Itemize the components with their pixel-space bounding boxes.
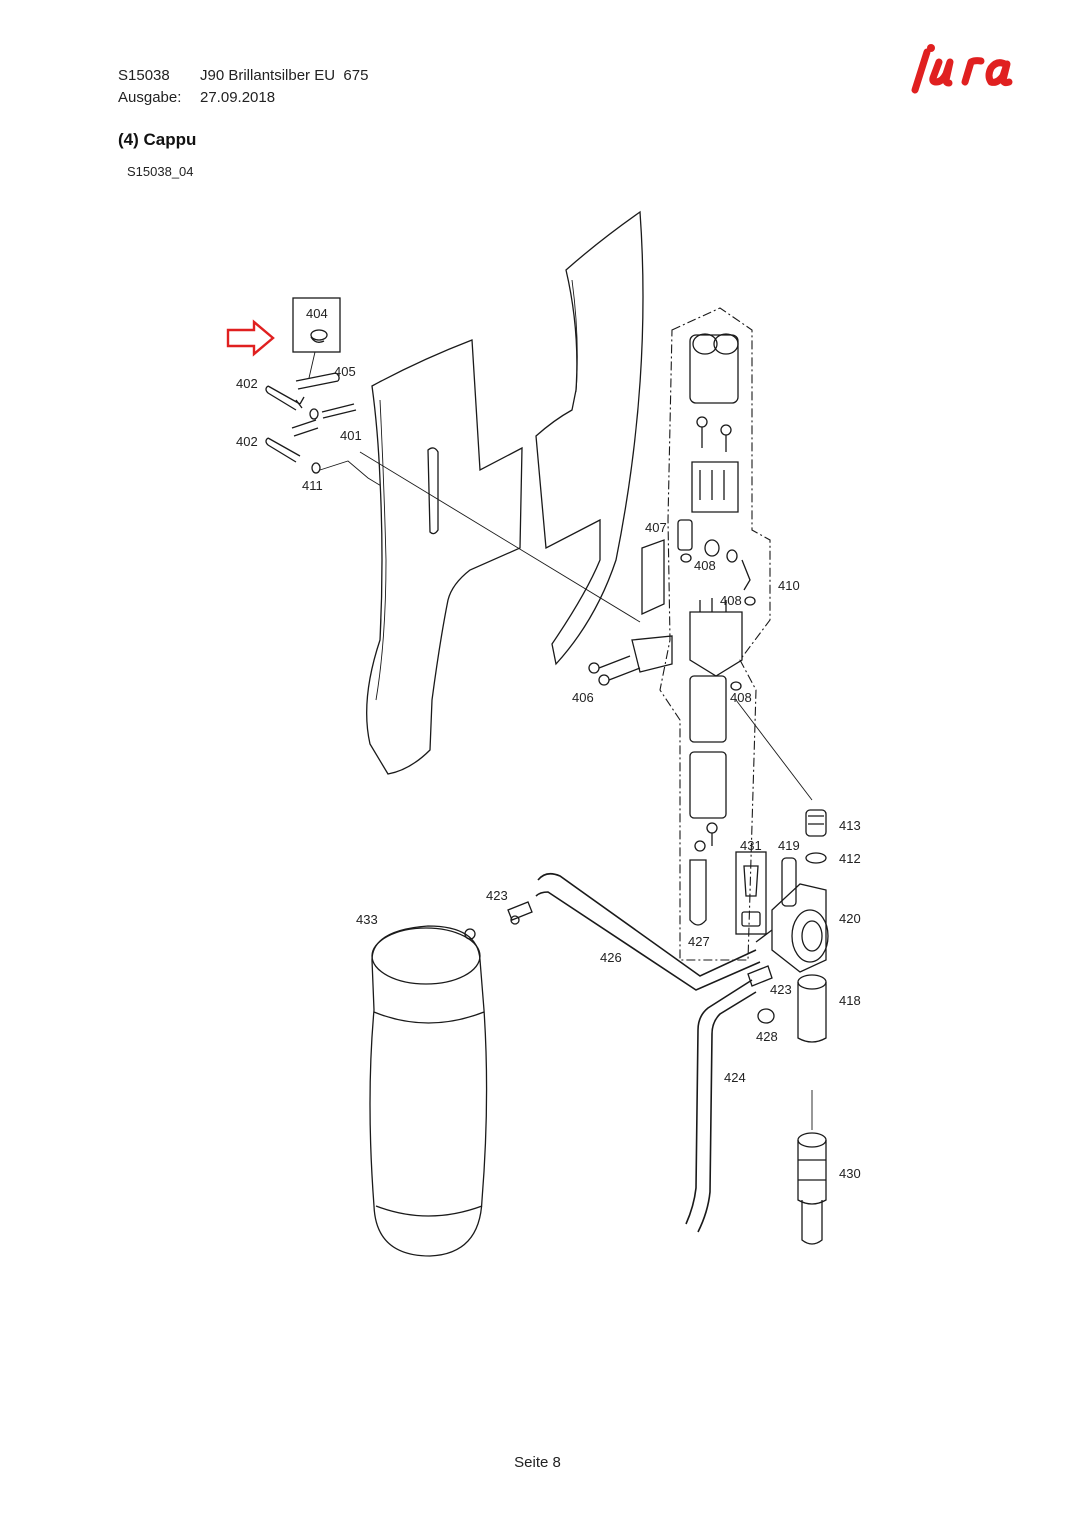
drawing-id: S15038_04 bbox=[127, 164, 194, 179]
part-404-box bbox=[292, 297, 341, 353]
label-424: 424 bbox=[724, 1070, 746, 1085]
label-408-a: 408 bbox=[694, 558, 716, 573]
label-412: 412 bbox=[839, 851, 861, 866]
page-footer: Seite 8 bbox=[514, 1454, 561, 1471]
part-412-oring bbox=[805, 852, 827, 864]
label-423-left: 423 bbox=[486, 888, 508, 903]
part-423-connector-left bbox=[507, 901, 533, 925]
part-419-pin bbox=[781, 857, 797, 907]
issue-date: 27.09.2018 bbox=[200, 89, 276, 106]
part-402-connector-upper bbox=[265, 385, 357, 420]
label-401: 401 bbox=[340, 428, 362, 443]
label-406: 406 bbox=[572, 690, 594, 705]
part-426-hose bbox=[535, 872, 761, 991]
part-410-housing-top bbox=[689, 333, 739, 404]
label-408-b: 408 bbox=[720, 593, 742, 608]
highlight-arrow-icon bbox=[226, 319, 275, 357]
rear-cover-panel bbox=[535, 210, 644, 666]
assembly-410-outline bbox=[659, 307, 771, 961]
part-405-tube bbox=[295, 372, 340, 390]
label-430: 430 bbox=[839, 1166, 861, 1181]
label-428: 428 bbox=[756, 1029, 778, 1044]
label-423-right: 423 bbox=[770, 982, 792, 997]
label-418: 418 bbox=[839, 993, 861, 1008]
section-title: (4) Cappu bbox=[118, 130, 197, 149]
part-407-holder bbox=[641, 539, 665, 616]
part-430-nozzle bbox=[797, 1090, 827, 1245]
part-402-connector-lower bbox=[265, 419, 321, 474]
article-number: S15038 bbox=[118, 67, 170, 84]
part-423-connector-right bbox=[747, 965, 773, 987]
label-426: 426 bbox=[600, 950, 622, 965]
label-433: 433 bbox=[356, 912, 378, 927]
label-410: 410 bbox=[778, 578, 800, 593]
label-427: 427 bbox=[688, 934, 710, 949]
label-420: 420 bbox=[839, 911, 861, 926]
part-418-sleeve bbox=[797, 974, 827, 1043]
jura-logo bbox=[911, 44, 1013, 94]
part-420-housing bbox=[755, 883, 829, 973]
front-cover-panel bbox=[366, 339, 523, 775]
label-407: 407 bbox=[645, 520, 667, 535]
label-402-lower: 402 bbox=[236, 434, 258, 449]
part-431-valve bbox=[741, 865, 761, 927]
part-428-cap bbox=[757, 1008, 775, 1024]
label-405: 405 bbox=[334, 364, 356, 379]
label-408-c: 408 bbox=[730, 690, 752, 705]
part-433-milk-container bbox=[369, 925, 488, 1257]
part-424-hose bbox=[685, 979, 757, 1233]
part-410-bracket bbox=[691, 461, 739, 513]
part-410-screws bbox=[696, 416, 732, 452]
label-402-upper: 402 bbox=[236, 376, 258, 391]
label-413: 413 bbox=[839, 818, 861, 833]
part-408-seals bbox=[677, 519, 756, 606]
part-406-screws bbox=[588, 635, 673, 686]
label-431: 431 bbox=[740, 838, 762, 853]
part-431-box bbox=[735, 851, 767, 935]
model-name: J90 Brillantsilber EU 675 bbox=[200, 67, 369, 84]
part-413-nozzle bbox=[805, 809, 827, 837]
label-411: 411 bbox=[302, 478, 323, 493]
label-419: 419 bbox=[778, 838, 800, 853]
issue-label: Ausgabe: bbox=[118, 89, 182, 106]
part-410-valve-body bbox=[689, 598, 743, 819]
part-404-clip bbox=[310, 329, 328, 343]
part-427-tube-set bbox=[689, 822, 718, 926]
label-404: 404 bbox=[306, 306, 328, 321]
